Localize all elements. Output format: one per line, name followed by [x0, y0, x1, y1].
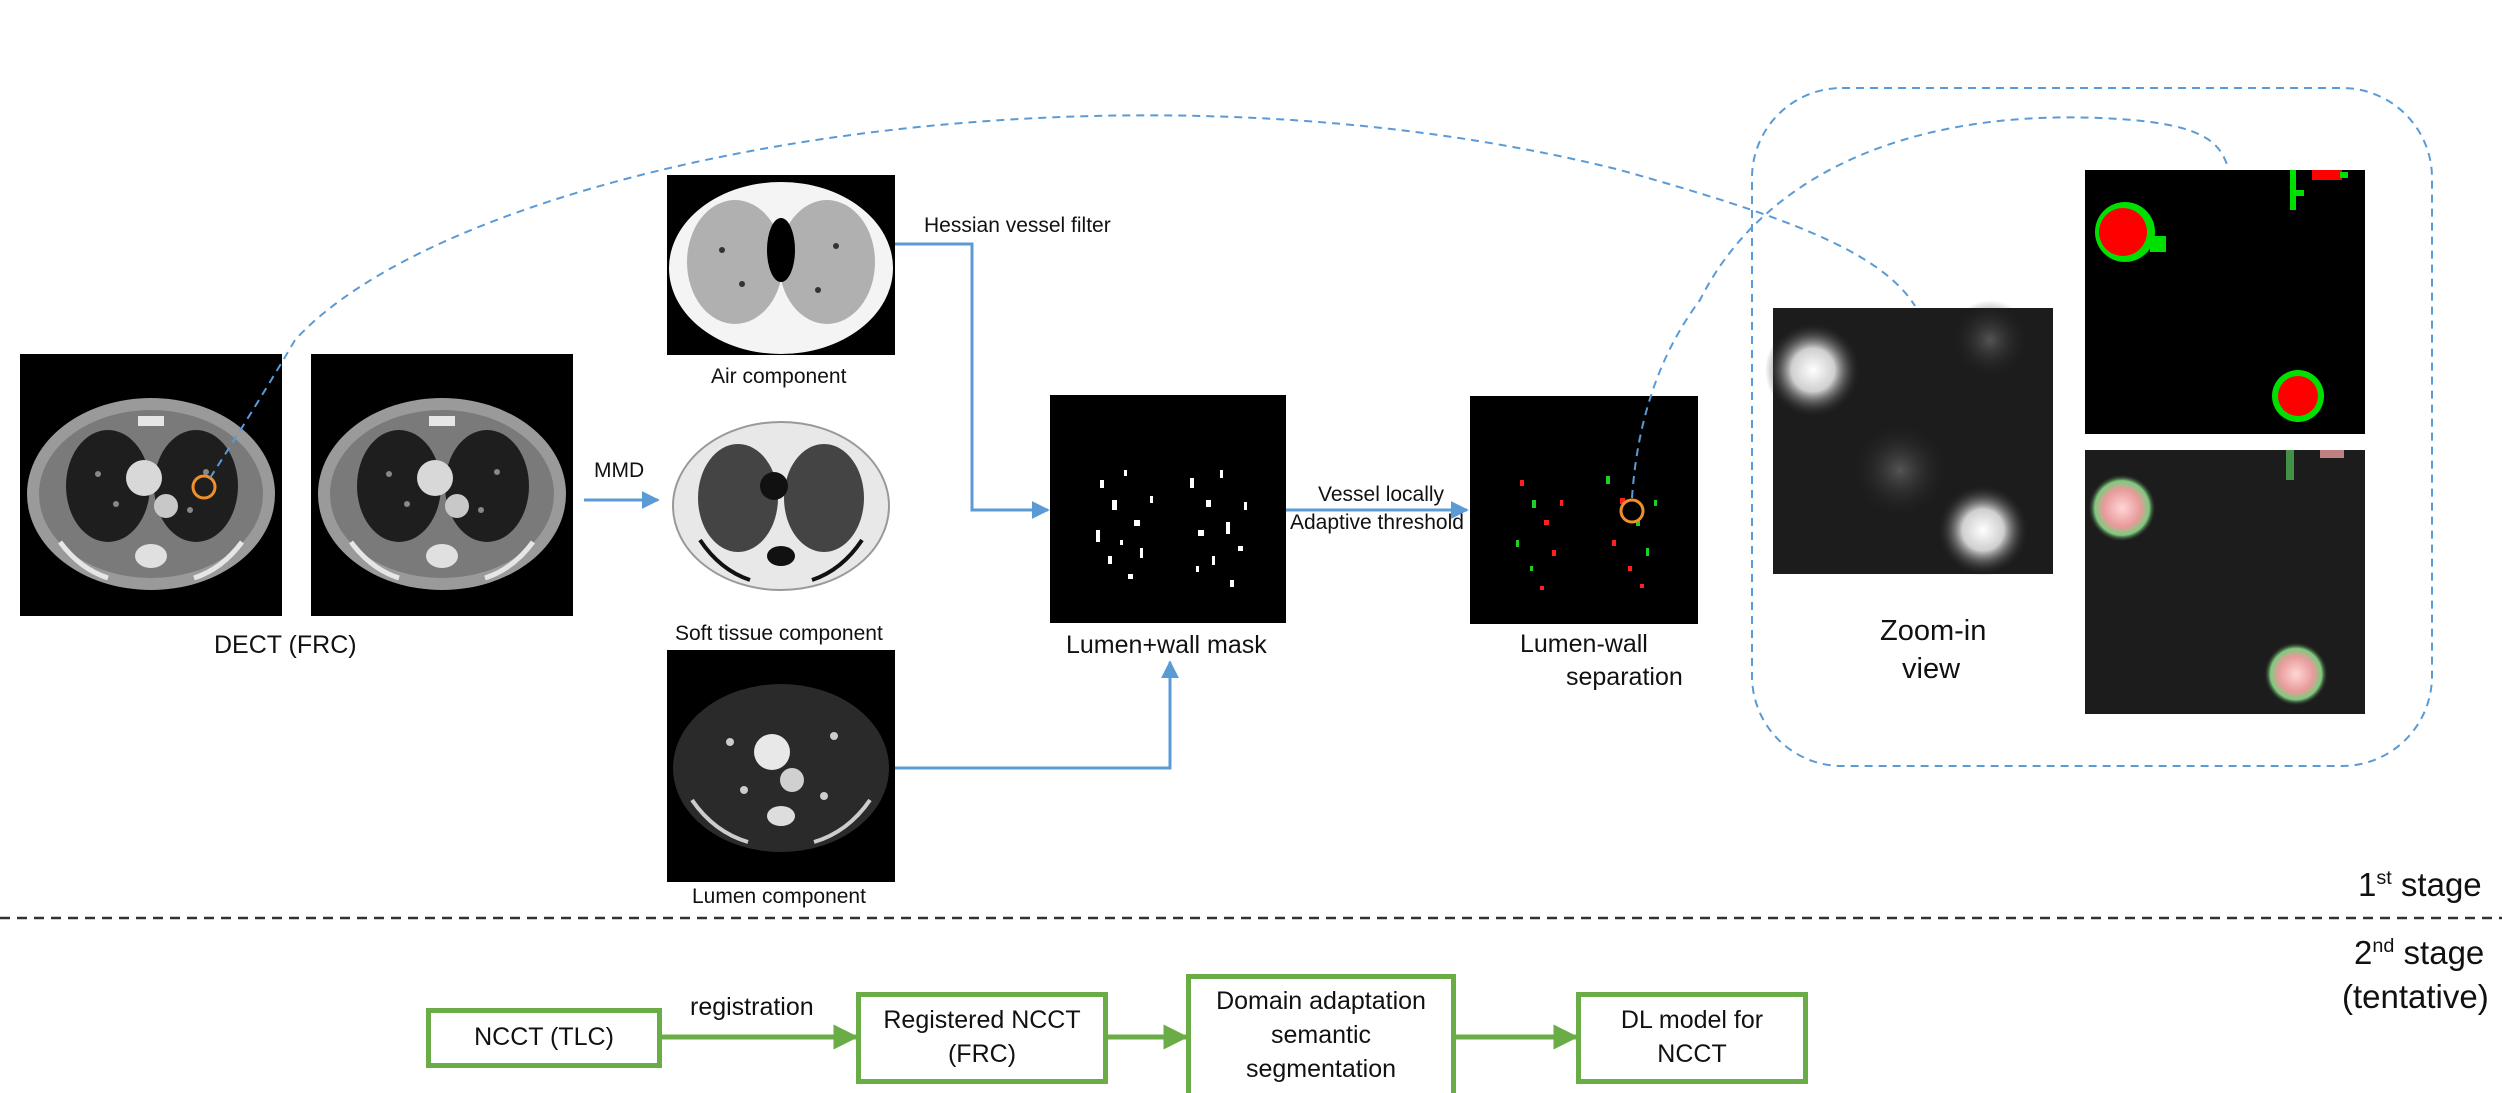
zoom-region-border — [1751, 87, 2433, 767]
threshold-label-2: Adaptive threshold — [1290, 511, 1464, 534]
soft-tissue-component-image — [667, 390, 895, 616]
separation-label-1: Lumen-wall — [1520, 630, 1648, 658]
lumen-wall-separation-image — [1470, 396, 1698, 624]
lumen-wall-mask-image — [1050, 395, 1286, 623]
lumen-component-label: Lumen component — [692, 885, 866, 908]
soft-tissue-label: Soft tissue component — [675, 622, 883, 645]
roi-marker-icon — [191, 474, 217, 500]
registered-ncct-box: Registered NCCT (FRC) — [856, 992, 1108, 1084]
mask-label: Lumen+wall mask — [1066, 631, 1267, 659]
air-component-label: Air component — [711, 365, 847, 388]
mmd-label: MMD — [594, 459, 645, 482]
registration-label: registration — [690, 993, 814, 1021]
ncct-tlc-box: NCCT (TLC) — [426, 1008, 662, 1068]
zoom-in-mask-image — [2085, 170, 2365, 434]
stage-2-label: 2nd stage — [2354, 934, 2485, 971]
stage-1-label: 1st stage — [2358, 866, 2482, 903]
zoom-guide-curve-1 — [209, 114, 1916, 479]
zoom-label-2: view — [1902, 653, 1961, 685]
zoom-in-overlay-image — [2085, 450, 2365, 714]
dect-image-2 — [311, 354, 573, 616]
lumen-component-image — [667, 650, 895, 882]
zoom-guide-curve-2 — [1631, 116, 2229, 499]
threshold-label-1: Vessel locally — [1318, 483, 1445, 506]
hessian-arrow — [895, 242, 1050, 519]
air-component-image — [667, 175, 895, 355]
domain-adaptation-box: Domain adaptation semantic segmentation — [1186, 974, 1456, 1093]
stage-2-note: (tentative) — [2342, 978, 2489, 1015]
lumen-to-mask-arrow — [895, 660, 1179, 770]
dect-label: DECT (FRC) — [214, 631, 357, 659]
dect-image-1 — [20, 354, 282, 616]
hessian-filter-label: Hessian vessel filter — [924, 214, 1111, 237]
zoom-in-gray-image — [1765, 300, 2053, 576]
zoom-label-1: Zoom-in — [1880, 615, 1987, 647]
separation-label-2: separation — [1566, 663, 1683, 691]
roi-marker-icon-2 — [1619, 498, 1645, 524]
dl-model-box: DL model for NCCT — [1576, 992, 1808, 1084]
